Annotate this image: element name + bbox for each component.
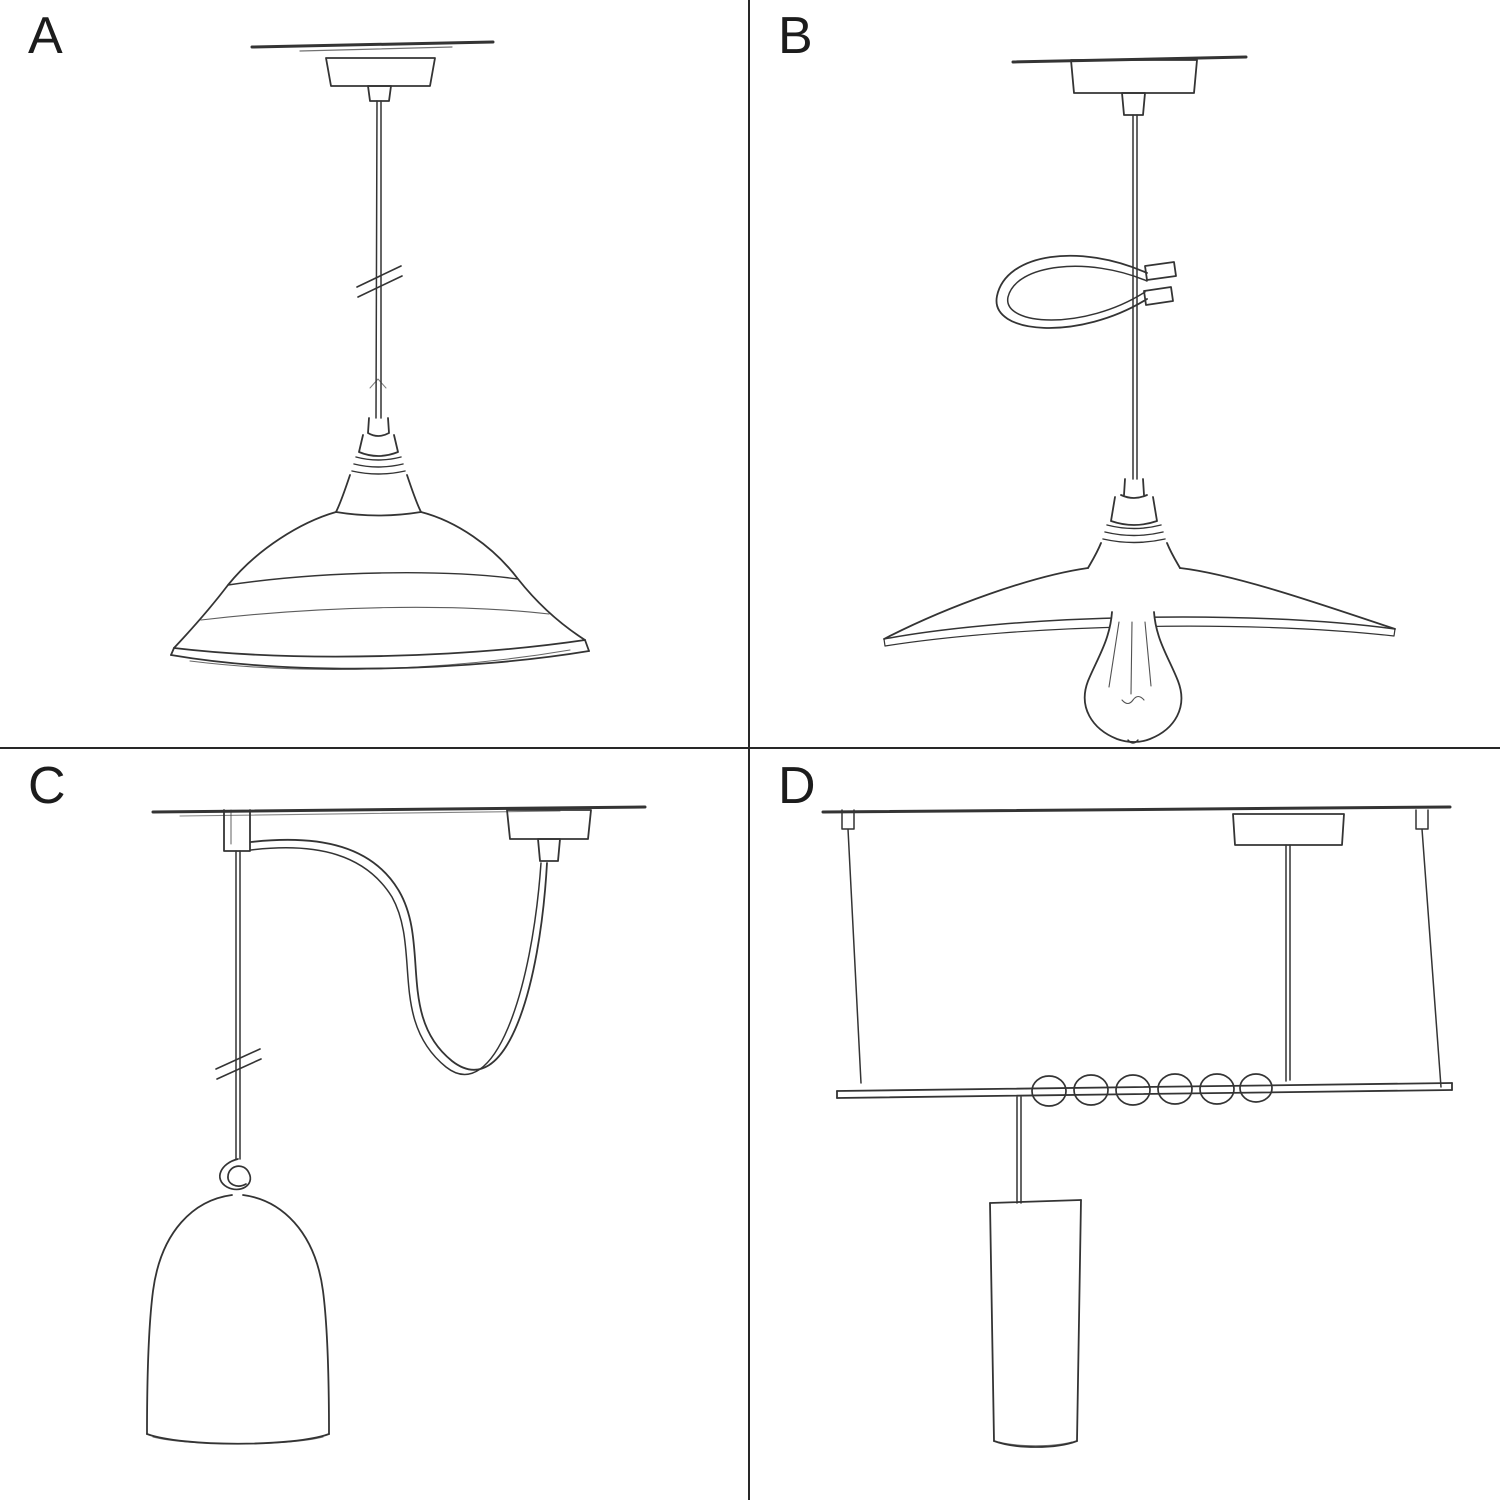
ceiling-line <box>821 805 1452 814</box>
pendant-cord <box>375 100 382 419</box>
panel-b-label: B <box>778 7 814 65</box>
swag-cord <box>250 838 548 1076</box>
ceiling-line-shadow <box>179 810 561 817</box>
panel-d: D <box>750 750 1500 1500</box>
center-stem-cord <box>1285 844 1291 1082</box>
pendant-industrial-shade-icon <box>170 40 590 670</box>
right-suspension-cable <box>1415 809 1442 1088</box>
cord-grip <box>1121 92 1146 116</box>
panel-a-label: A <box>28 7 64 65</box>
drop-cord <box>235 850 241 1160</box>
cord-grip <box>367 85 392 102</box>
horizontal-bar <box>836 1082 1453 1099</box>
cable-hook-loop <box>995 254 1177 329</box>
cord-grip <box>537 838 561 862</box>
ceiling-rose <box>506 809 592 840</box>
vertical-divider <box>748 0 750 1500</box>
cord-chevron-mark <box>369 378 387 389</box>
swag-hook <box>223 809 251 852</box>
bar-coil-cylinder-shade-icon <box>821 805 1453 1448</box>
swag-pendant-bell-shade-icon <box>146 805 647 1445</box>
lamp-holder <box>1087 478 1181 569</box>
left-suspension-cable <box>841 809 862 1084</box>
lamp-holder <box>335 417 422 513</box>
drop-cord <box>1016 1096 1022 1204</box>
light-bulb <box>1083 611 1183 744</box>
horizontal-divider <box>0 747 1500 749</box>
cord-shorten-mark <box>356 265 403 298</box>
panel-c-label: C <box>28 757 67 815</box>
industrial-shade <box>170 511 590 670</box>
ceiling-line <box>250 40 495 49</box>
cylinder-shade <box>989 1199 1082 1448</box>
bulb-filament-squiggle <box>1121 695 1145 705</box>
panel-a: A <box>0 0 750 750</box>
cord-knot <box>219 1158 252 1191</box>
panel-b: B <box>750 0 1500 750</box>
ceiling-rose <box>1070 59 1198 94</box>
bulb-tip <box>1127 739 1139 744</box>
ceiling-rose <box>325 57 436 87</box>
ceiling-line-shadow <box>299 46 453 52</box>
cord-coil <box>1031 1073 1273 1107</box>
cord-shorten-mark <box>215 1048 262 1080</box>
pendant-plate-shade-bulb-icon <box>883 55 1396 744</box>
ceiling-rose <box>1232 813 1345 846</box>
ceiling-line <box>151 805 647 814</box>
panel-d-label: D <box>778 757 817 815</box>
bulb-filament <box>1108 621 1152 695</box>
panel-c: C <box>0 750 750 1500</box>
bell-shade <box>146 1194 330 1445</box>
